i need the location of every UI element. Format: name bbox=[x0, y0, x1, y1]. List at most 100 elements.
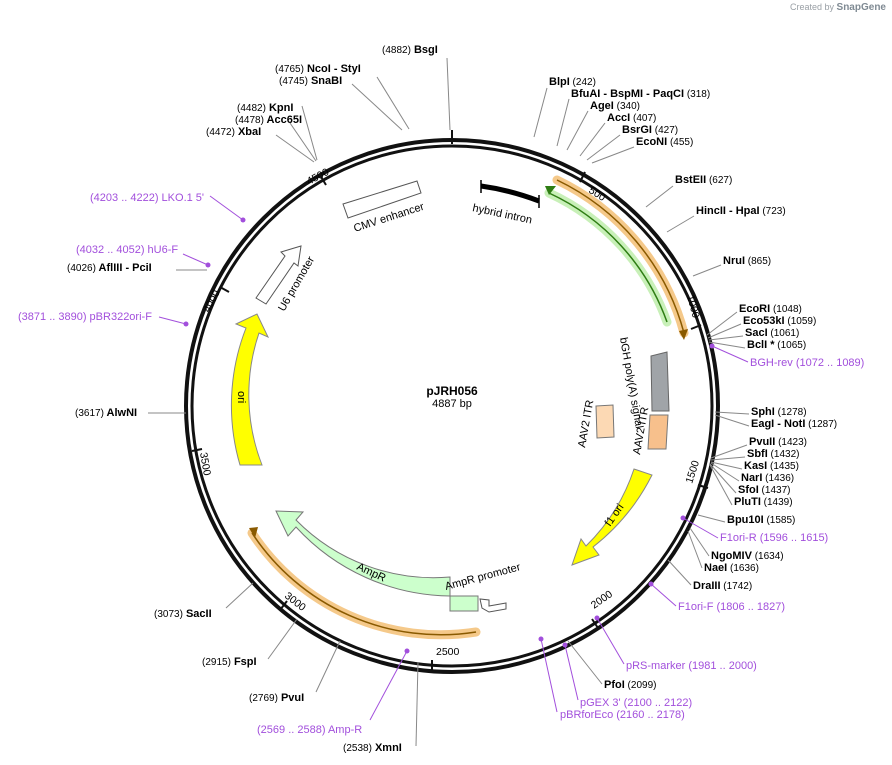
econi-site-label[interactable]: EcoNI (455) bbox=[636, 136, 693, 148]
pluti-site-label[interactable]: PluTI (1439) bbox=[734, 496, 793, 508]
ecori-site-label[interactable]: EcoRI (1048) bbox=[739, 303, 802, 315]
hybrid-intron-feature[interactable] bbox=[480, 183, 540, 204]
bsteii-site-label[interactable]: BstEII (627) bbox=[675, 174, 732, 186]
aav2-itr-left-feature[interactable] bbox=[595, 404, 615, 439]
bghrev-site-label[interactable]: BGH-rev (1072 .. 1089) bbox=[750, 357, 864, 369]
hu6f-leader-line bbox=[182, 253, 209, 266]
bsrgi-leader-line bbox=[586, 134, 621, 161]
nari-label-part: (1436) bbox=[762, 473, 794, 484]
features: CMV enhancer hybrid intron U6 promoter o… bbox=[230, 175, 689, 640]
orange-arc-feature[interactable] bbox=[556, 179, 685, 334]
tick-1500 bbox=[697, 484, 709, 489]
xbai-site-label[interactable]: (4472) XbaI bbox=[206, 126, 261, 138]
bcli-leader-line bbox=[708, 341, 746, 349]
saci-site-label[interactable]: SacI (1061) bbox=[745, 327, 799, 339]
fspi-label-part: (2915) bbox=[202, 657, 231, 668]
pvui-site-label[interactable]: (2769) PvuI bbox=[249, 692, 304, 704]
fspi-label-part: FspI bbox=[231, 656, 257, 668]
eagi-site-label[interactable]: EagI - NotI (1287) bbox=[751, 418, 837, 430]
aav2-itr-right-feature[interactable] bbox=[647, 414, 669, 450]
pgex-primer-mark bbox=[562, 642, 568, 648]
bsgi-site-label[interactable]: (4882) BsgI bbox=[382, 44, 438, 56]
sacii-label-part: SacII bbox=[183, 608, 212, 620]
pgex-label-part: (2100 .. 2122) bbox=[621, 697, 693, 709]
bsrgi-site-label[interactable]: BsrGI (427) bbox=[622, 124, 678, 136]
aflIII-site-label[interactable]: (4026) AflIII - PciI bbox=[67, 262, 152, 274]
pbrforeco-site-label[interactable]: pBRforEco (2160 .. 2178) bbox=[560, 709, 685, 721]
ngomiv-site-label[interactable]: NgoMIV (1634) bbox=[711, 550, 784, 562]
alwni-label-part: (3617) bbox=[75, 408, 104, 419]
pfoi-site-label[interactable]: PfoI (2099) bbox=[604, 679, 656, 691]
ori-feature[interactable] bbox=[230, 313, 270, 466]
ampr-promoter-feature[interactable] bbox=[479, 598, 507, 613]
bghrev-label-part: BGH-rev bbox=[750, 357, 793, 369]
sacii-site-label[interactable]: (3073) SacII bbox=[154, 608, 212, 620]
f1orif-site-label[interactable]: F1ori-F (1806 .. 1827) bbox=[678, 601, 785, 613]
blpi-site-label[interactable]: BlpI (242) bbox=[549, 76, 596, 88]
sphi-site-label[interactable]: SphI (1278) bbox=[751, 406, 807, 418]
naei-site-label[interactable]: NaeI (1636) bbox=[704, 562, 759, 574]
snabi-site-label[interactable]: (4745) SnaBI bbox=[279, 75, 342, 87]
ncoi-site-label[interactable]: (4765) NcoI - StyI bbox=[275, 63, 361, 75]
ampr_p-primer-mark bbox=[404, 648, 410, 654]
bfuai-site-label[interactable]: BfuAI - BspMI - PaqCI (318) bbox=[571, 88, 710, 100]
f1orir-site-label[interactable]: F1ori-R (1596 .. 1615) bbox=[720, 532, 828, 544]
bcli-site-label[interactable]: BclI * (1065) bbox=[747, 339, 806, 351]
acc65i-label-part: Acc65I bbox=[264, 114, 302, 126]
f1-ori-feature[interactable] bbox=[571, 468, 653, 566]
sbfi-site-label[interactable]: SbfI (1432) bbox=[747, 448, 799, 460]
eagi-leader-line bbox=[714, 414, 750, 427]
nari-site-label[interactable]: NarI (1436) bbox=[741, 472, 794, 484]
hincii-site-label[interactable]: HincII - HpaI (723) bbox=[696, 205, 786, 217]
draiii-site-label[interactable]: DraIII (1742) bbox=[693, 580, 752, 592]
ecori-leader-line bbox=[706, 311, 738, 336]
nrui-site-label[interactable]: NruI (865) bbox=[723, 255, 771, 267]
pfoi-leader-line bbox=[567, 640, 603, 685]
eco53ki-site-label[interactable]: Eco53kI (1059) bbox=[743, 315, 816, 327]
u6-promoter-feature[interactable] bbox=[255, 245, 302, 305]
prs-site-label[interactable]: pRS-marker (1981 .. 2000) bbox=[626, 660, 757, 672]
bcli-label-part: BclI * bbox=[747, 339, 775, 351]
saci-label-part: SacI bbox=[745, 327, 768, 339]
ampr_p-site-label[interactable]: (2569 .. 2588) Amp-R bbox=[257, 724, 362, 736]
pvuii-site-label[interactable]: PvuII (1423) bbox=[749, 436, 807, 448]
pgex-label-part: pGEX 3' bbox=[580, 697, 621, 709]
bghrev-primer-mark bbox=[709, 343, 715, 349]
lko-leader-line bbox=[209, 195, 244, 221]
bpu10i-leader-line bbox=[697, 514, 726, 523]
kasi-site-label[interactable]: KasI (1435) bbox=[744, 460, 799, 472]
bghrev-label-part: (1072 .. 1089) bbox=[793, 357, 865, 369]
xmni-leader-line bbox=[415, 661, 419, 747]
eagi-label-part: EagI bbox=[751, 418, 774, 430]
bsteii-leader-line bbox=[645, 185, 674, 208]
ampr-arc-feature[interactable] bbox=[251, 532, 477, 636]
kpni-site-label[interactable]: (4482) KpnI bbox=[237, 102, 293, 114]
pvuii-leader-line bbox=[710, 444, 748, 459]
bpu10i-site-label[interactable]: Bpu10I (1585) bbox=[727, 514, 795, 526]
xmni-site-label[interactable]: (2538) XmnI bbox=[343, 742, 402, 754]
acci-site-label[interactable]: AccI (407) bbox=[607, 112, 656, 124]
pgex-site-label[interactable]: pGEX 3' (2100 .. 2122) bbox=[580, 697, 692, 709]
bpu10i-label-part: Bpu10I bbox=[727, 514, 764, 526]
tick-500 bbox=[579, 171, 586, 183]
sfoi-site-label[interactable]: SfoI (1437) bbox=[738, 484, 790, 496]
fspi-site-label[interactable]: (2915) FspI bbox=[202, 656, 257, 668]
ampr_p-label-part: Amp-R bbox=[326, 724, 363, 736]
cmv-enhancer-feature[interactable] bbox=[342, 180, 422, 219]
f1orif-primer-mark bbox=[648, 581, 654, 587]
green-arc-feature[interactable] bbox=[548, 192, 668, 323]
aflIII-label-part: AflIII bbox=[96, 262, 122, 274]
pbr322-site-label[interactable]: (3871 .. 3890) pBR322ori-F bbox=[18, 311, 152, 323]
alwni-site-label[interactable]: (3617) AlwNI bbox=[75, 407, 137, 419]
acc65i-site-label[interactable]: (4478) Acc65I bbox=[235, 114, 302, 126]
bfuai-label-part: - BspMI bbox=[600, 88, 643, 100]
hu6f-site-label[interactable]: (4032 .. 4052) hU6-F bbox=[76, 244, 178, 256]
nari-leader-line bbox=[710, 462, 740, 482]
sacii-leader-line bbox=[225, 582, 254, 609]
ampr-promoter-label: AmpR promoter bbox=[444, 561, 522, 593]
eco53ki-label-part: Eco53kI bbox=[743, 315, 785, 327]
bgh-polya-feature[interactable] bbox=[650, 351, 670, 412]
lko-site-label[interactable]: (4203 .. 4222) LKO.1 5' bbox=[90, 192, 204, 204]
ampr-feature[interactable] bbox=[275, 510, 451, 597]
agei-site-label[interactable]: AgeI (340) bbox=[590, 100, 640, 112]
